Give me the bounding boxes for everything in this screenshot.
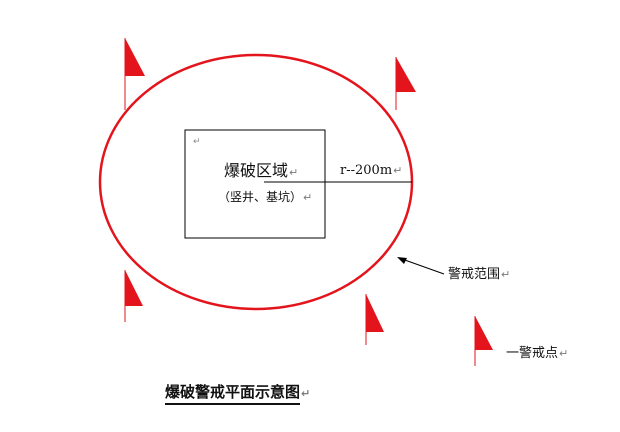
blast-zone-label: 爆破区域↵ <box>224 161 299 180</box>
warning-point-label: 一警戒点↵ <box>506 346 569 361</box>
warning-flag-top-left <box>124 38 145 110</box>
blast-zone-sublabel: （竖井、基坑）↵ <box>218 190 313 204</box>
blast-zone-box <box>184 129 326 239</box>
warning-flag-bottom-left <box>124 270 143 322</box>
warning-flag-top-right <box>395 57 416 110</box>
paragraph-mark: ↵ <box>303 191 313 204</box>
diagram-caption: 爆破警戒平面示意图↵ <box>165 383 311 405</box>
paragraph-mark: ↵ <box>393 164 403 177</box>
warning-range-label: 警戒范围↵ <box>448 267 511 282</box>
paragraph-mark: ↵ <box>501 268 511 281</box>
paragraph-mark: ↵ <box>193 137 201 147</box>
range-pointer-arrow <box>397 257 445 275</box>
paragraph-mark: ↵ <box>559 347 569 360</box>
warning-flag-bottom-middle <box>365 294 384 345</box>
paragraph-mark: ↵ <box>289 166 299 179</box>
paragraph-mark: ↵ <box>301 387 311 400</box>
radius-label: r--200m↵ <box>340 163 403 178</box>
legend-warning-flag <box>474 316 493 366</box>
